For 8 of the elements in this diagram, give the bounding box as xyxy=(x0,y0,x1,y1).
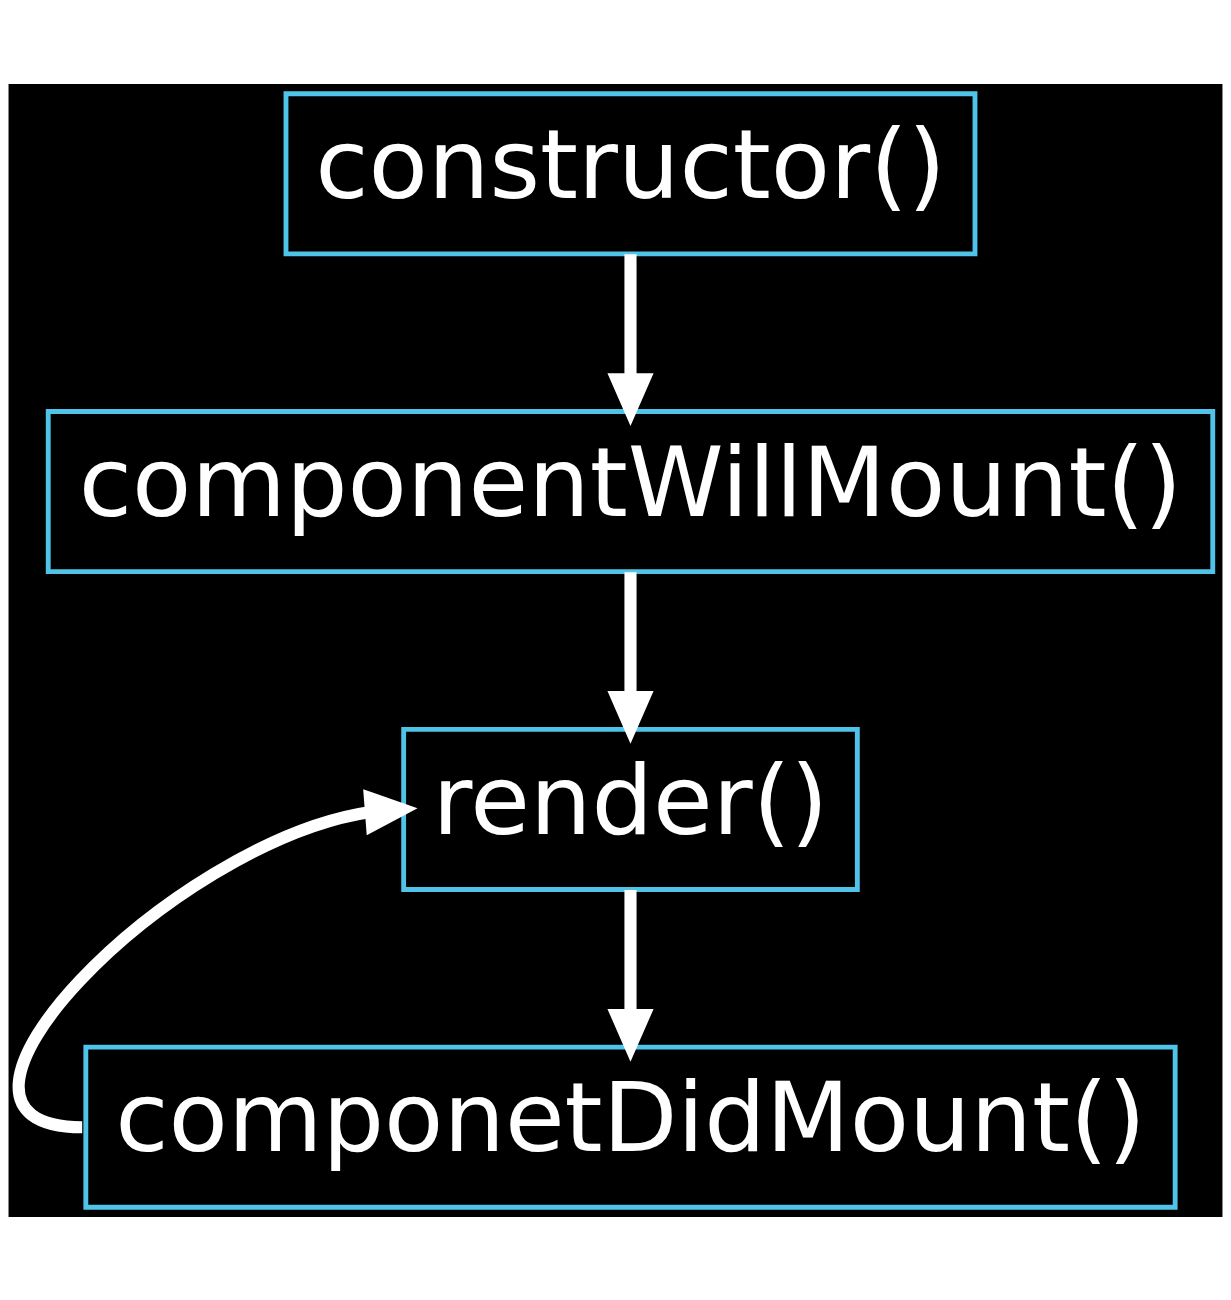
node-box: componetDidMount() xyxy=(83,1044,1178,1210)
node-box: constructor() xyxy=(283,90,978,256)
arrow xyxy=(13,788,418,1133)
arrow xyxy=(607,889,654,1062)
arrow xyxy=(607,253,654,426)
arrow xyxy=(607,571,654,744)
node-box: componentWillMount() xyxy=(45,408,1216,574)
node-box: render() xyxy=(401,726,860,892)
